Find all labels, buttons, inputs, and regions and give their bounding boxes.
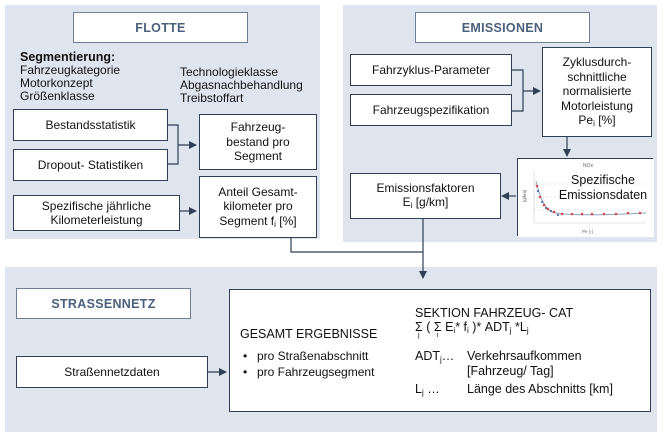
l-desc: Länge des Abschnitts [km] xyxy=(467,382,613,396)
spezifische-emissionsdaten-label: Spezifische Emissionsdaten xyxy=(558,173,648,202)
adt-term: ADTj… xyxy=(415,349,454,365)
fahrzeugspezifikation-box: Fahrzeugspezifikation xyxy=(350,94,512,126)
zyklus-pe: Pe xyxy=(578,112,594,127)
dropout-statistiken-box: Dropout- Statistiken xyxy=(13,149,168,181)
sum-i-sub: i xyxy=(436,332,439,339)
emissionsfaktoren-e: E xyxy=(402,195,411,210)
mini-chart-ylabel: [g/km] xyxy=(522,190,527,202)
zyklus-motorleistung-box: Zyklusdurch-schnittliche normalisierte M… xyxy=(542,47,652,137)
emissionen-title: EMISSIONEN xyxy=(415,12,590,43)
gesamt-ergebnisse-heading: GESAMT ERGEBNISSE xyxy=(240,327,378,341)
formula-e: E xyxy=(445,320,454,334)
emissionsfaktoren-subscript: i xyxy=(410,201,413,211)
l-term: Lj … xyxy=(415,382,440,398)
formula-adt-sub: j xyxy=(509,326,512,335)
seg-technologieklasse: Technologieklasse xyxy=(180,65,279,79)
anteil-subscript: i xyxy=(274,219,276,229)
adt-label: ADT xyxy=(415,349,440,363)
bestandsstatistik-box: Bestandsstatistik xyxy=(13,109,168,141)
formula-adt: )* ADT xyxy=(468,320,510,334)
mini-chart-title: NOx xyxy=(583,163,594,169)
adt-sub: j xyxy=(440,355,442,364)
strassennetzdaten-box: Straßennetzdaten xyxy=(16,356,208,388)
fahrzeugbestand-box: Fahrzeug-bestand pro Segment xyxy=(199,114,317,170)
anteil-label: Anteil Gesamt-kilometer pro Segment f xyxy=(218,184,298,228)
adt-dots: … xyxy=(441,349,455,363)
adt-desc-2: [Fahrzeug/ Tag] xyxy=(467,364,554,378)
formula-e-sub: i xyxy=(453,326,456,335)
formula-l: *L xyxy=(511,320,527,334)
formula-f-sub: i xyxy=(467,326,469,335)
seg-motorkonzept: Motorkonzept xyxy=(20,76,93,90)
formula-mid: * f xyxy=(455,320,468,334)
bullet-strassenabschnitt: pro Straßenabschnitt xyxy=(243,349,368,363)
formula-open: ( xyxy=(426,320,434,334)
sektion-heading: SEKTION FAHRZEUG- CAT xyxy=(415,306,574,320)
bullet-fahrzeugsegment: pro Fahrzeugsegment xyxy=(243,365,374,379)
seg-fahrzeugkategorie: Fahrzeugkategorie xyxy=(20,63,121,77)
sum-j-sub: j xyxy=(418,332,420,339)
kilometerleistung-box: Spezifische jährliche Kilometerleistung xyxy=(13,195,180,231)
strassennetz-title: STRASSENNETZ xyxy=(16,288,191,319)
flotte-title: FLOTTE xyxy=(73,12,248,43)
anteil-gesamtkilometer-box: Anteil Gesamt-kilometer pro Segment fi [… xyxy=(199,176,317,238)
seg-groessenklasse: Größenklasse xyxy=(20,89,95,103)
spezifische-emissionsdaten-box: NOx [g/km] Pe [-] Spezifische Emissionsd… xyxy=(517,158,654,237)
adt-desc-1: Verkehrsaufkommen xyxy=(467,349,582,363)
emissionsfaktoren-unit: [g/km] xyxy=(412,195,449,210)
zyklus-unit: [%] xyxy=(594,112,616,127)
formula-l-sub: j xyxy=(526,326,529,335)
segmentierung-heading: Segmentierung: xyxy=(20,50,116,64)
mini-chart-xlabel: Pe [-] xyxy=(582,229,593,234)
l-sub: j xyxy=(421,388,424,397)
seg-treibstoffart: Treibstoffart xyxy=(180,91,244,105)
l-label: L xyxy=(415,382,422,396)
anteil-unit: [%] xyxy=(275,213,297,228)
mini-nox-chart: NOx [g/km] Pe [-] xyxy=(518,159,654,237)
emissionsfaktoren-label: Emissionsfaktoren xyxy=(376,181,475,195)
zyklus-label: Zyklusdurch-schnittliche normalisierte M… xyxy=(560,55,634,113)
l-dots: … xyxy=(423,382,440,396)
seg-abgasnachbehandlung: Abgasnachbehandlung xyxy=(180,78,303,92)
fahrzyklus-parameter-box: Fahrzyklus-Parameter xyxy=(350,54,512,86)
zyklus-subscript: i xyxy=(593,118,595,128)
